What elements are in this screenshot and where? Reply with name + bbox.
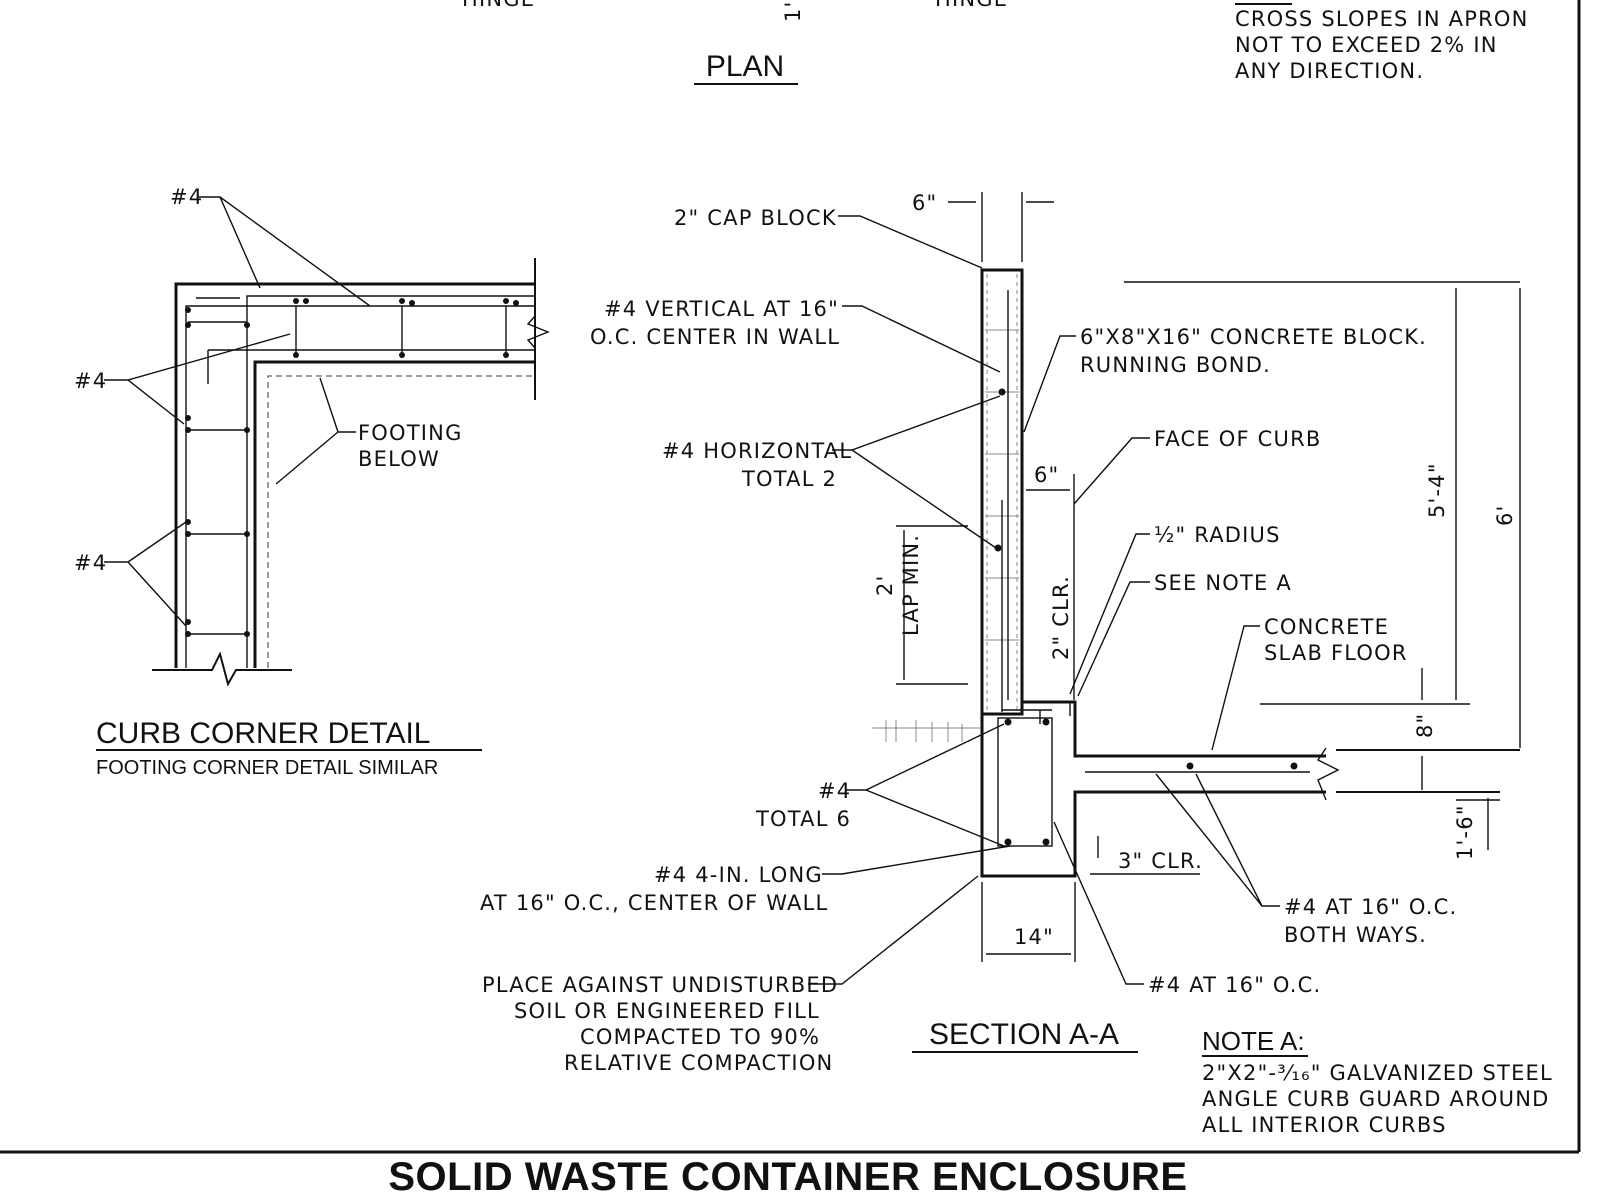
see-note-label: SEE NOTE A <box>1154 571 1292 595</box>
concrete-block-line-1: 6"X8"X16" CONCRETE BLOCK. <box>1080 325 1427 349</box>
bar-callout-top: #4 <box>170 185 203 209</box>
soil-note-line-1: PLACE AGAINST UNDISTURBED <box>482 973 838 997</box>
cross-slope-note-line-2: NOT TO EXCEED 2% IN <box>1235 33 1498 57</box>
ground-hatch <box>872 720 980 742</box>
section-title: SECTION A-A <box>929 1018 1119 1051</box>
note-a-title: NOTE A: <box>1202 1026 1305 1056</box>
slab-break-line <box>1316 747 1340 801</box>
soil-note-line-2: SOIL OR ENGINEERED FILL <box>514 999 820 1023</box>
concrete-block-line-2: RUNNING BOND. <box>1080 353 1271 377</box>
curb-width-dim: 6" <box>1034 463 1059 487</box>
footing-below-line-1: FOOTING <box>358 421 463 445</box>
soil-note-line-4: RELATIVE COMPACTION <box>564 1051 833 1075</box>
plan-title: PLAN <box>706 50 784 83</box>
note-a: NOTE A: 2"X2"-³⁄₁₆" GALVANIZED STEEL ANG… <box>1202 1026 1553 1137</box>
note-a-line-1: 2"X2"-³⁄₁₆" GALVANIZED STEEL <box>1202 1061 1553 1085</box>
bar-callout-low: #4 <box>74 551 107 575</box>
plan-view-fragment: HINGE HINGE 1'- PLAN CROSS SLOPES IN APR… <box>462 0 1529 85</box>
horizontal-bar-line-1: #4 HORIZONTAL <box>662 439 852 463</box>
dim-5-4: 5'-4" <box>1425 462 1449 518</box>
vertical-bar-line-2: O.C. CENTER IN WALL <box>590 325 840 349</box>
dim-6ft: 6' <box>1493 504 1517 526</box>
wall-width-dim: 6" <box>912 191 937 215</box>
curb-break-line-bottom <box>152 651 292 687</box>
bottom-clearance-label: 3" CLR. <box>1118 849 1203 873</box>
dim-8in: 8" <box>1413 713 1437 738</box>
footing-bars-line-1: #4 <box>818 779 851 803</box>
stirrup-label: #4 AT 16" O.C. <box>1148 973 1321 997</box>
lap-dim-label: 2' <box>873 574 897 596</box>
slab-floor-line-1: CONCRETE <box>1264 615 1389 639</box>
plan-dimension-label: 1'- <box>781 0 805 22</box>
dim-1-6: 1'-6" <box>1453 804 1477 860</box>
cap-block-label: 2" CAP BLOCK <box>674 206 837 230</box>
footing-outline-dashed <box>267 375 535 668</box>
note-a-line-2: ANGLE CURB GUARD AROUND <box>1202 1087 1549 1111</box>
radius-label: ½" RADIUS <box>1154 523 1281 547</box>
curb-corner-subtitle: FOOTING CORNER DETAIL SIMILAR <box>96 757 438 779</box>
soil-note-line-3: COMPACTED TO 90% <box>580 1025 820 1049</box>
curb-break-line-right <box>526 315 550 349</box>
sheet-title: SOLID WASTE CONTAINER ENCLOSURE <box>388 1155 1187 1199</box>
cross-slope-note-line-3: ANY DIRECTION. <box>1235 59 1424 83</box>
curb-inner-edge <box>253 360 535 668</box>
curb-rebar-dots <box>185 298 519 637</box>
note-a-line-3: ALL INTERIOR CURBS <box>1202 1113 1447 1137</box>
horizontal-bar-line-2: TOTAL 2 <box>741 467 837 491</box>
hinge-label-left: HINGE <box>462 0 535 11</box>
curb-corner-title: CURB CORNER DETAIL <box>96 717 430 750</box>
cross-slope-note-line-1: CROSS SLOPES IN APRON <box>1235 7 1529 31</box>
footing-outline <box>980 714 1326 878</box>
slab-floor-line-2: SLAB FLOOR <box>1264 641 1408 665</box>
section-rebar-dots <box>994 388 1298 846</box>
dowel-line-2: AT 16" O.C., CENTER OF WALL <box>480 891 828 915</box>
face-of-curb-label: FACE OF CURB <box>1154 427 1321 451</box>
section-a-a: 2" CAP BLOCK 6" #4 VERTICAL AT 16" O.C. … <box>480 191 1521 1075</box>
lap-min-label: LAP MIN. <box>899 534 923 636</box>
curb-corner-detail: #4 #4 #4 FOOTING BELOW CURB CORNER DETAI… <box>74 185 550 779</box>
vertical-bar-line-1: #4 VERTICAL AT 16" <box>604 297 839 321</box>
footing-below-line-2: BELOW <box>358 447 440 471</box>
curb-slab-outline <box>1020 700 1326 758</box>
footing-width-dim: 14" <box>1014 925 1054 949</box>
hinge-label-right: HINGE <box>935 0 1008 11</box>
curb-outer-edge <box>174 282 535 668</box>
bar-callout-mid: #4 <box>74 369 107 393</box>
block-wall <box>980 268 1024 716</box>
dowel-line-1: #4 4-IN. LONG <box>654 863 823 887</box>
slab-bars-line-1: #4 AT 16" O.C. <box>1284 895 1457 919</box>
slab-bars-line-2: BOTH WAYS. <box>1284 923 1427 947</box>
footing-stirrup <box>997 717 1053 847</box>
wall-clearance-label: 2" CLR. <box>1049 575 1073 660</box>
footing-bars-line-2: TOTAL 6 <box>755 807 851 831</box>
